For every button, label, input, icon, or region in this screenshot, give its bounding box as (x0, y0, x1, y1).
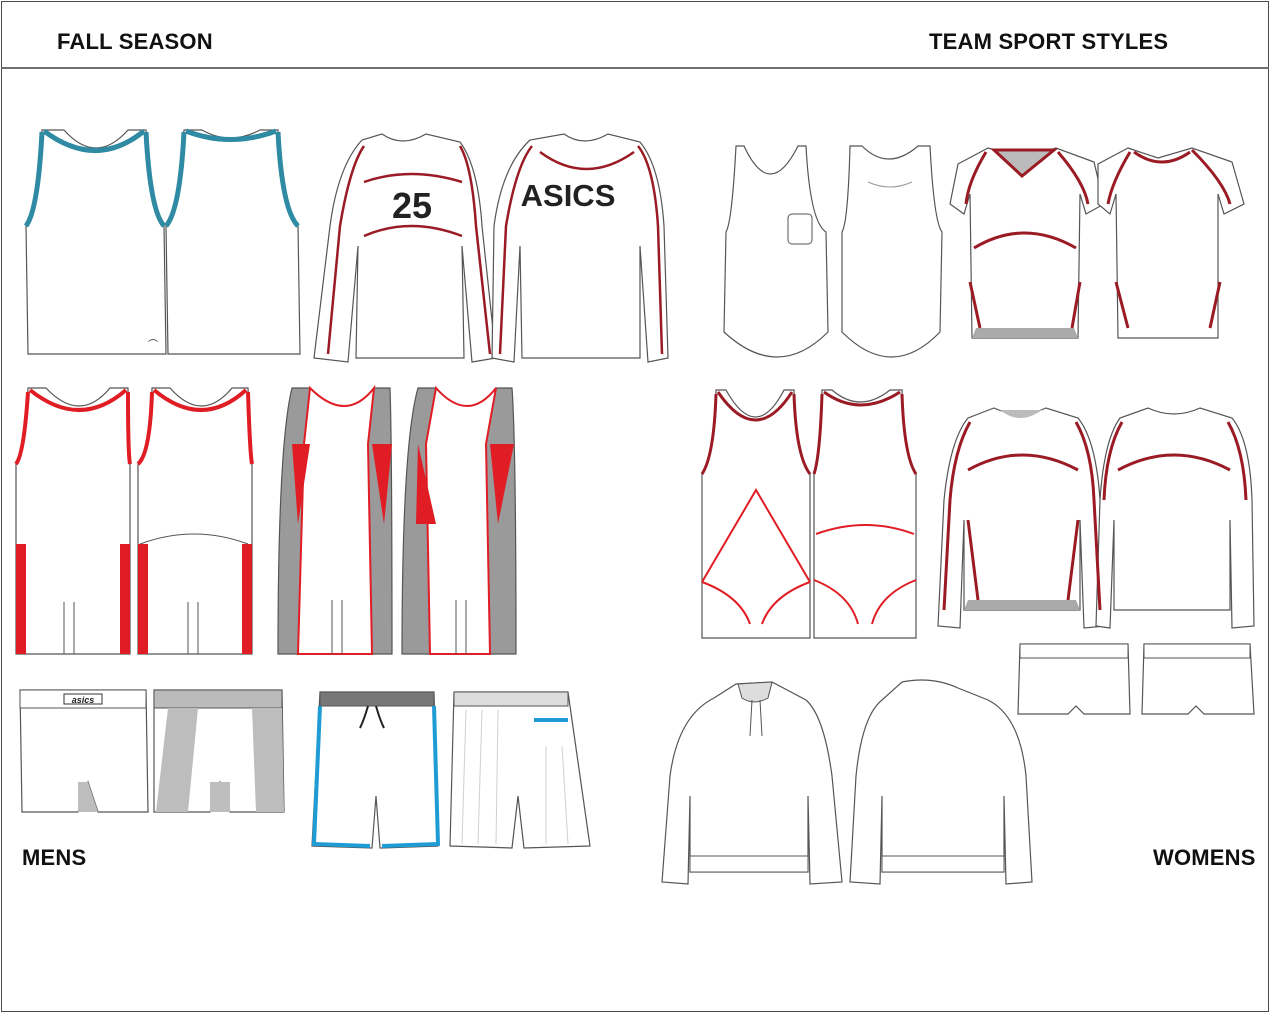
section-label-mens: MENS (22, 845, 87, 870)
womens-singlet (700, 389, 918, 639)
womens-long-sleeve-jersey (937, 407, 1255, 629)
section-label-womens: WOMENS (1153, 845, 1256, 870)
drawstring-icon (359, 705, 385, 729)
mens-long-sleeve-jersey: 25 ASICS (313, 133, 669, 363)
womens-shorts (1017, 643, 1255, 715)
mens-shorts-blue (311, 691, 591, 849)
asics-logo-icon: ⌒ (148, 339, 158, 351)
womens-hoodie (661, 679, 1033, 885)
womens-short-sleeve-jersey (949, 147, 1245, 339)
header-right-title: TEAM SPORT STYLES (929, 29, 1169, 54)
mens-singlet-white-red (14, 387, 254, 655)
womens-tank-top (723, 145, 943, 358)
mens-tank-top: ⌒ (24, 128, 301, 355)
jersey-back-text: ASICS (521, 178, 616, 213)
pocket (787, 213, 813, 245)
hood-drawstring-icon (749, 699, 763, 737)
mens-shorts-gray: asics (19, 689, 285, 813)
header-left-title: FALL SEASON (57, 29, 213, 54)
jersey-number: 25 (392, 185, 432, 226)
shorts-waistband-logo: asics (72, 695, 95, 705)
header-divider (1, 67, 1269, 69)
mens-singlet-gray-red (277, 384, 517, 655)
